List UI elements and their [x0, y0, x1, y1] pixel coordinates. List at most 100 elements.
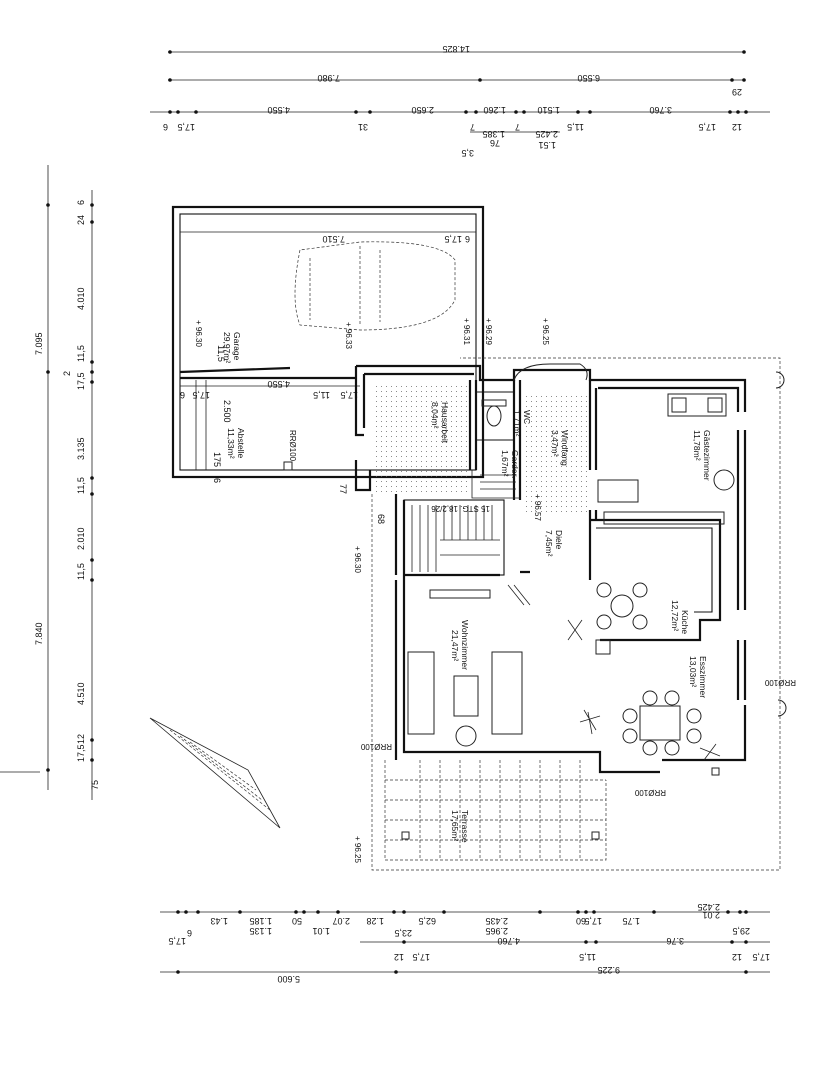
label-rr-east: RRØ100 — [764, 678, 796, 687]
dim-top-3e: 2.650 — [411, 105, 434, 115]
dim-garage-115b: 11,5 — [313, 390, 330, 400]
dim-garage-175d: 175 — [212, 452, 222, 467]
dim-top-3f: 7 — [470, 122, 475, 132]
dim-top-2b: 6.550 — [577, 73, 600, 83]
dim-bottom-1a: 6 — [187, 928, 192, 938]
bottom-dimension-chains: 6 17,5 1.43 1.135 1.185 50 1.01 2.07 1.2… — [160, 902, 770, 984]
dim-garage-175c: 17,5 — [340, 390, 358, 400]
dim-bottom-1p: 1.75 — [622, 916, 640, 926]
dim-garage-175a: 17,5 — [444, 234, 462, 244]
dim-top-3k: 3.760 — [649, 105, 672, 115]
dim-bottom-2b: 12 — [394, 952, 404, 962]
dim-left-8: 3.135 — [76, 437, 86, 460]
label-stair: 15 STG. 18,2/26 — [431, 504, 490, 513]
dim-left-3: 4.010 — [76, 287, 86, 310]
room-wohnzimmer-name: Wohnzimmer — [460, 620, 470, 670]
room-wohnzimmer-area: 21,47m² — [450, 630, 460, 661]
dim-bottom-1n: 60 — [576, 916, 586, 926]
level-west: + 96.30 — [353, 546, 362, 573]
dim-top-4d: 2.425 — [535, 129, 558, 139]
room-hausarbeit-name: Hausarbeit — [440, 402, 450, 444]
left-dimension-chains: 6 24 4.010 7.095 11,5 2 17,5 3.135 11,5 … — [34, 165, 100, 800]
room-terrasse-name: Terrasse — [460, 810, 470, 843]
room-terrasse-area: 17,65m² — [450, 810, 460, 841]
dim-bottom-1s: 29,5 — [732, 926, 750, 936]
dim-left-2: 24 — [76, 215, 86, 225]
dim-left-12: 7.840 — [34, 622, 44, 645]
top-dimension-chains: 14.825 7.980 6.550 29 6 17,5 4.550 31 2.… — [150, 44, 770, 158]
garage-block: 7.510 6 17,5 11,5 4.550 17,5 6 17,5 11,5… — [171, 205, 485, 524]
level-porch-a: + 96.31 — [462, 318, 471, 345]
room-hausarbeit-area: 8,04m² — [430, 402, 440, 429]
room-windfang-area: 3,47m² — [550, 430, 560, 457]
room-diele-name: Diele — [554, 530, 564, 550]
dim-left-13: 4.510 — [76, 682, 86, 705]
dim-left-1: 6 — [76, 200, 86, 205]
dim-left-9: 11,5 — [76, 477, 86, 494]
dim-top-4a: 76 — [490, 138, 500, 148]
dim-bottom-1j: 62,5 — [418, 916, 436, 926]
dim-bottom-1q: 2.01 — [702, 910, 720, 920]
room-garage-area: 29,97m² — [222, 332, 232, 363]
dim-garage-6c: 6 — [212, 478, 222, 483]
room-abstelle-name: Abstelle — [236, 428, 246, 459]
dim-left-6: 2 — [62, 371, 72, 376]
dim-top-3j: 11,5 — [567, 122, 584, 132]
dim-top-3i: 1.510 — [537, 105, 560, 115]
level-entry: + 96.25 — [541, 318, 550, 345]
dim-left-14: 17,5 — [76, 744, 86, 762]
level-garage-door: + 96.33 — [344, 322, 353, 349]
dim-top-4b: 1.385 — [482, 129, 505, 139]
room-esszimmer-area: 13,03m² — [688, 656, 698, 687]
dim-top-3d: 31 — [358, 122, 368, 132]
dim-bottom-1k: 23,5 — [394, 928, 412, 938]
dim-garage-6a: 6 — [465, 234, 470, 244]
room-wc-area: 1,71m² — [512, 410, 522, 437]
level-terrace: + 96.25 — [353, 836, 362, 863]
dim-bottom-2a: 17,5 — [412, 952, 430, 962]
room-garder-name: Garder. — [510, 450, 520, 478]
room-labels: Hausarbeit 8,04m² WC 1,71m² Garder. 1,67… — [360, 402, 796, 843]
dim-top-3l: 12 — [732, 122, 742, 132]
dim-bottom-2c: 4.760 — [497, 936, 520, 946]
dim-left-15: 12 — [76, 734, 86, 744]
dim-bottom-1c: 1.43 — [210, 916, 228, 926]
dim-left-16: 75 — [90, 780, 100, 790]
room-diele-area: 7,45m² — [544, 530, 554, 557]
dim-left-5: 11,5 — [76, 345, 86, 362]
dim-bottom-1m: 2.435 — [485, 916, 508, 926]
furniture — [401, 363, 787, 840]
dim-bottom-1b: 17,5 — [168, 936, 186, 946]
label-rr-living: RRØ100 — [360, 742, 392, 751]
dim-bottom-1d: 1.135 — [249, 926, 272, 936]
dim-left-7: 17,5 — [76, 372, 86, 390]
dim-bottom-2e: 3.76 — [666, 936, 684, 946]
house-walls — [354, 357, 781, 871]
levels: + 96.30 + 96.33 + 96.31 + 96.29 + 96.25 … — [194, 318, 550, 863]
dim-top-4c: 3,5 — [461, 148, 474, 158]
dim-garage-115a: 11,5 — [216, 345, 226, 362]
room-gaestezimmer-area: 11,78m² — [692, 430, 702, 461]
dim-top-2a: 7.980 — [317, 73, 340, 83]
dim-bottom-1f: 50 — [292, 916, 302, 926]
level-diele: + 96.57 — [533, 494, 542, 521]
dim-bottom-2g: 17,5 — [752, 952, 770, 962]
level-porch-b: + 96.29 — [484, 318, 493, 345]
dim-top-3a: 6 — [163, 122, 168, 132]
dim-bottom-2f: 12 — [732, 952, 742, 962]
dim-garage-2500: 2.500 — [222, 400, 232, 423]
north-arrow — [149, 717, 281, 829]
room-garage-name: Garage — [232, 332, 242, 361]
dim-garage-6b: 6 — [180, 390, 185, 400]
room-windfang-name: Windfang — [560, 430, 570, 466]
room-kueche-area: 12,72m² — [670, 600, 680, 631]
dim-bottom-1o: 17,5 — [584, 916, 602, 926]
dim-top-3b: 17,5 — [177, 122, 195, 132]
dim-bottom-1l: 2.965 — [485, 926, 508, 936]
label-rr-ess: RRØ100 — [634, 788, 666, 797]
dim-bottom-3a: 5.600 — [277, 974, 300, 984]
dim-garage-77: 77 — [338, 484, 348, 494]
dim-bottom-3b: 9.225 — [597, 965, 620, 975]
dim-top-3m: 17,5 — [698, 122, 716, 132]
